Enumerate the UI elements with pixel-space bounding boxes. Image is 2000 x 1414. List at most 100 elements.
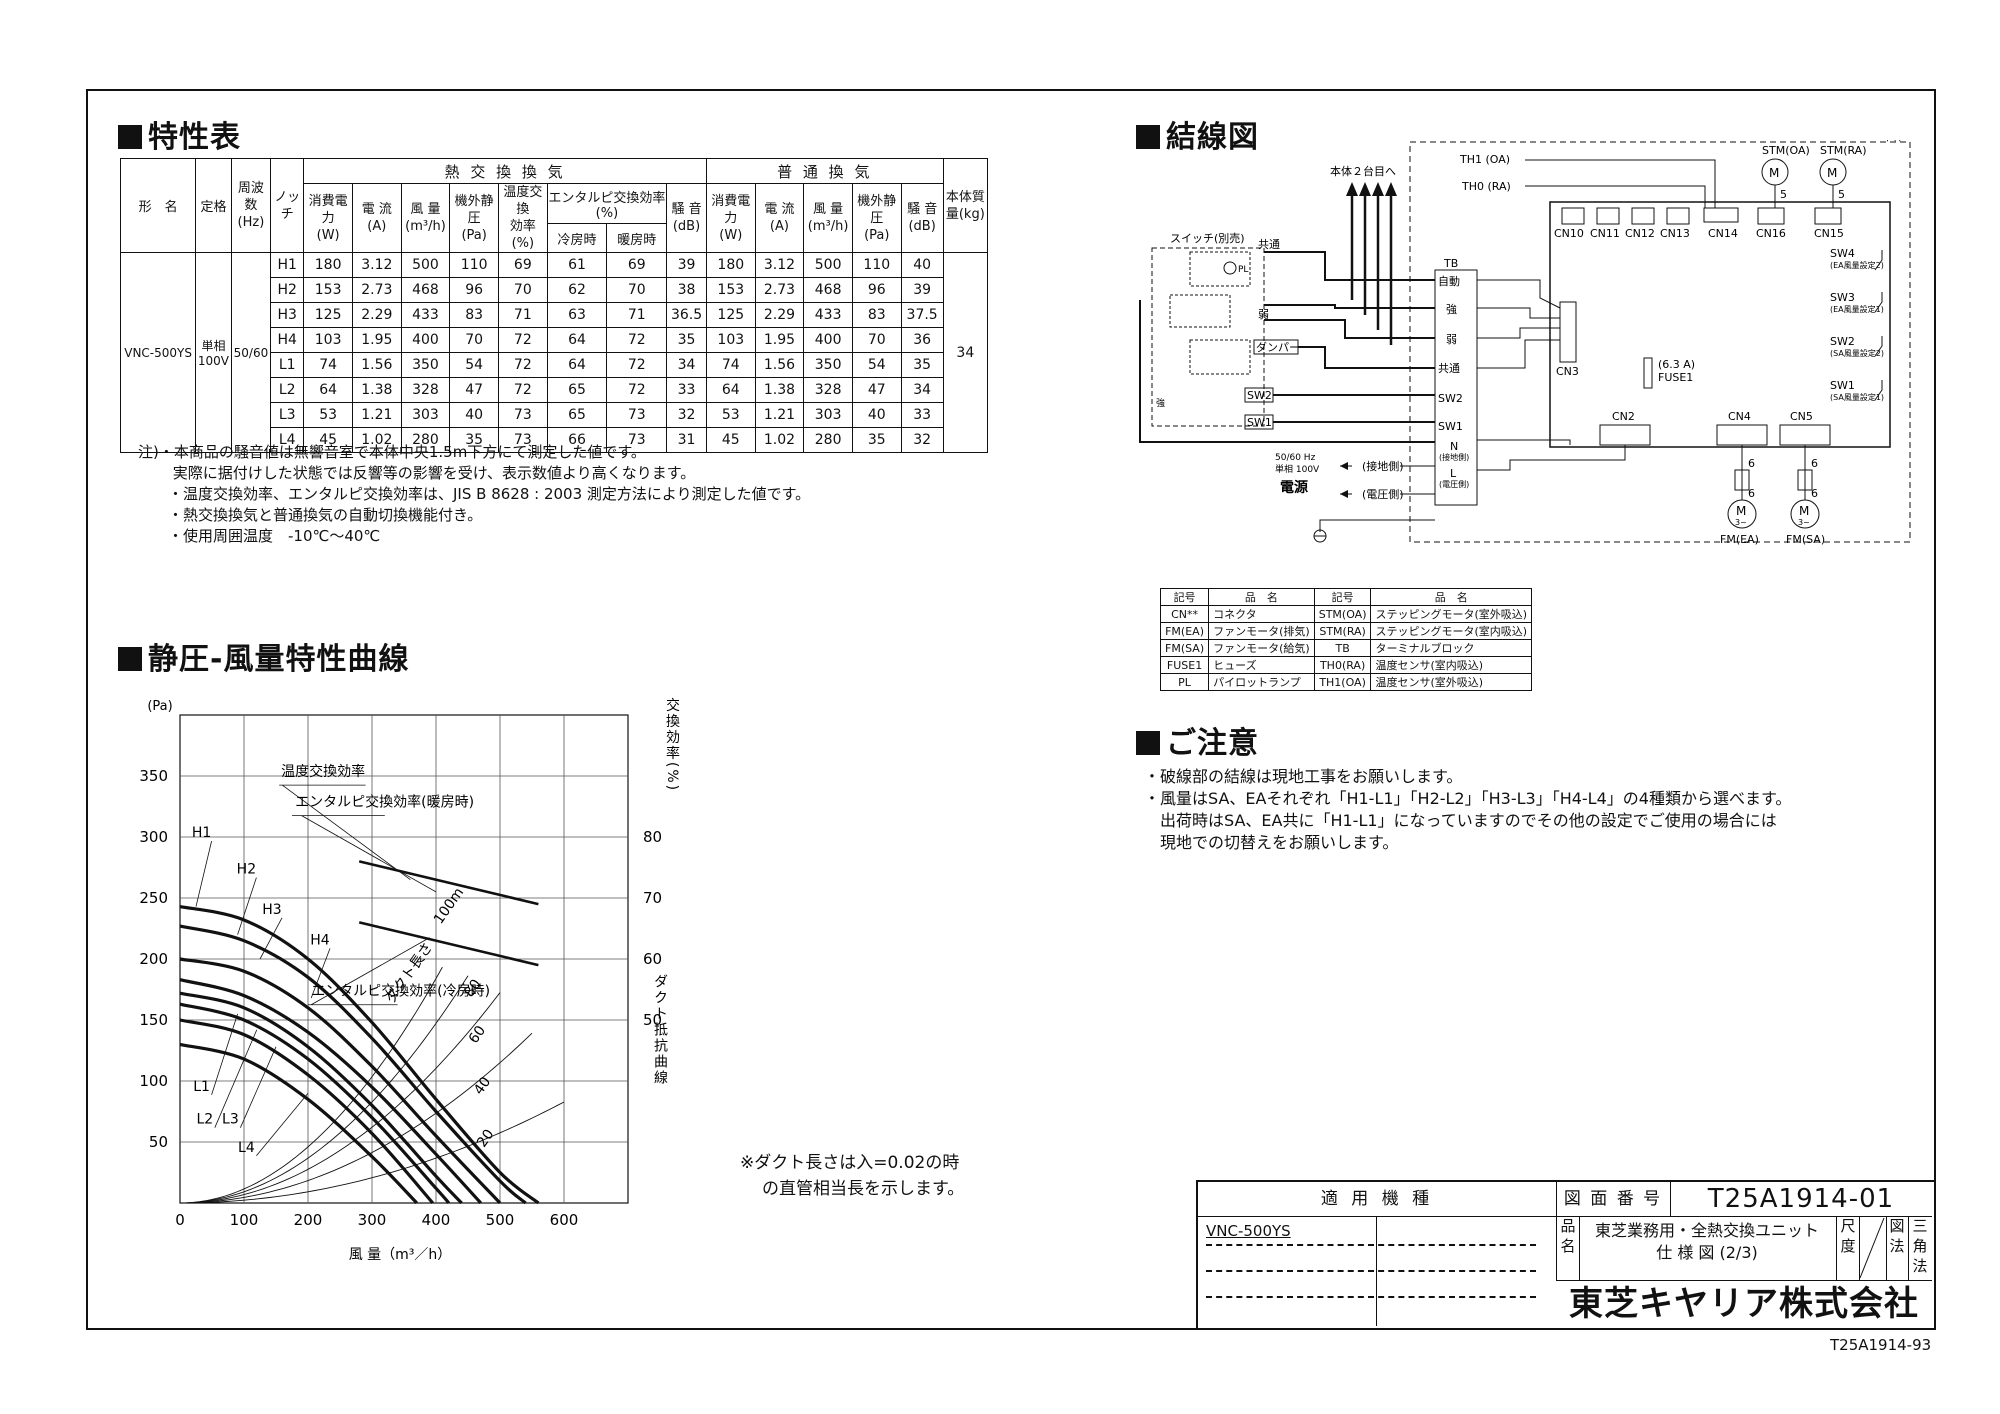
svg-text:CN4: CN4 [1728, 410, 1751, 423]
svg-text:CN11: CN11 [1590, 227, 1620, 240]
spec-notes: 注)・本商品の騒音値は無響音室で本体中央1.5m下方にて測定した値です。 実際に… [138, 442, 810, 547]
note-line: 実際に据付けした状態では反響等の影響を受け、表示数値より高くなります。 [138, 464, 696, 482]
y2-tick-label: 70 [643, 889, 662, 907]
y-tick-label: 350 [139, 767, 168, 785]
scale-slash [1858, 1216, 1887, 1280]
svg-text:強: 強 [1446, 303, 1457, 316]
hdr-notch: ノッチ [270, 158, 305, 253]
series-leader [195, 840, 212, 907]
hdr-n-pressure: 機外静圧(Pa) [851, 183, 902, 253]
svg-text:CN3: CN3 [1556, 365, 1579, 378]
drawing-frame [86, 89, 1936, 1330]
fan-curve-h4 [179, 978, 482, 1205]
fan-curve-h1 [179, 904, 540, 1205]
caution-line: 現地での切替えをお願いします。 [1144, 833, 1399, 852]
duct-curve [179, 1032, 533, 1204]
duct-curve [179, 975, 469, 1204]
y-tick-label: 100 [139, 1072, 168, 1090]
svg-text:共通: 共通 [1438, 362, 1460, 375]
hdr-heating: 暖房時 [606, 223, 668, 253]
note-line: ・温度交換効率、エンタルピ交換効率は、JIS B 8628 : 2003 測定方… [138, 485, 811, 503]
enthalpy-cooling-label: エンタルピ交換効率(冷房時) [311, 983, 490, 1000]
svg-text:SW1: SW1 [1247, 416, 1272, 429]
spec-title: 特性表 [118, 112, 241, 156]
note-line: 注)・本商品の騒音値は無響音室で本体中央1.5m下方にて測定した値です。 [138, 443, 646, 461]
series-leader [240, 1046, 277, 1128]
pilot-lamp [1223, 261, 1237, 275]
legend-row: FM(EA)ファンモータ(排気)STM(RA)ステッピングモータ(室内吸込) [1159, 622, 1533, 640]
svg-text:N: N [1450, 440, 1458, 453]
hdr-pressure: 機外静圧(Pa) [449, 183, 499, 253]
svg-text:3~: 3~ [1798, 518, 1810, 527]
y-tick-label: 200 [139, 950, 168, 968]
svg-text:5: 5 [1838, 188, 1845, 201]
svg-text:(EA風量設定2): (EA風量設定2) [1830, 260, 1884, 270]
y-tick-label: 150 [139, 1011, 168, 1029]
x-axis-label: 風 量（m³／h） [349, 1247, 452, 1263]
body-label: 本体 [1882, 140, 1904, 143]
hdr-rating: 定格 [195, 158, 232, 253]
svg-text:M: M [1799, 504, 1809, 518]
power-label: 電源 [1280, 479, 1308, 496]
hdr-airflow: 風 量(m³/h) [400, 183, 451, 253]
svg-text:(SA風量設定1): (SA風量設定1) [1830, 392, 1884, 402]
stm-oa-label: STM(OA) [1762, 144, 1810, 157]
svg-text:(電圧側): (電圧側) [1439, 479, 1469, 489]
title-block: 適 用 機 種 図 面 番 号 T25A1914-01 VNC-500YS 品名… [1196, 1180, 1936, 1330]
hdr-freq: 周波数(Hz) [230, 158, 272, 253]
spec-model-name: VNC-500YS [119, 252, 197, 453]
svg-text:SW1: SW1 [1830, 379, 1855, 392]
svg-text:CN12: CN12 [1625, 227, 1655, 240]
x-tick-label: 0 [175, 1211, 185, 1229]
y2-tick-label: 80 [643, 828, 662, 846]
svg-text:CN2: CN2 [1612, 410, 1635, 423]
enthalpy-heating-label: エンタルピ交換効率(暖房時) [295, 794, 474, 811]
company-name: 東芝キヤリア株式会社 [1556, 1280, 1932, 1327]
hdr-n-power: 消費電力(W) [705, 183, 756, 253]
caution-line: ・破線部の結線は現地工事をお願いします。 [1144, 767, 1463, 786]
wiring-diagram: 本体 CN10 CN11 CN12 CN13 CN14 CN16 CN15 TH… [1139, 140, 1911, 546]
y2-axis-label: 交換効率(%) [664, 697, 680, 792]
fan-curve-h2 [179, 924, 527, 1205]
svg-text:SW1: SW1 [1438, 420, 1463, 433]
cn3 [1559, 301, 1577, 363]
y2-tick-label: 60 [643, 950, 662, 968]
series-label: H2 [237, 862, 256, 878]
duct-label: 100m [431, 885, 467, 927]
svg-text:CN16: CN16 [1756, 227, 1786, 240]
svg-text:弱: 弱 [1446, 333, 1457, 346]
svg-text:SW4: SW4 [1830, 247, 1855, 260]
svg-text:CN5: CN5 [1790, 410, 1813, 423]
svg-text:M: M [1769, 166, 1779, 180]
svg-text:3~: 3~ [1735, 518, 1747, 527]
svg-text:PL: PL [1238, 265, 1248, 275]
svg-text:6: 6 [1748, 487, 1755, 500]
duct-curve [179, 966, 443, 1204]
caution-title: ご注意 [1136, 718, 1259, 762]
svg-text:6: 6 [1811, 457, 1818, 470]
spec-rating-value: 単相100V [195, 252, 232, 453]
hdr-normal: 普 通 換 気 [705, 158, 944, 184]
series-label: H1 [192, 825, 211, 841]
hdr-n-noise: 騒 音(dB) [900, 183, 944, 253]
cn5 [1779, 424, 1831, 446]
drawing-number: T25A1914-01 [1670, 1182, 1932, 1217]
duct-curve [179, 992, 501, 1204]
svg-text:M: M [1827, 166, 1837, 180]
x-tick-label: 600 [550, 1211, 579, 1229]
series-leader [237, 877, 257, 935]
svg-text:50/60 Hz: 50/60 Hz [1275, 453, 1316, 463]
hdr-temp-eff: 温度交換効率(%) [497, 183, 548, 253]
fan-curve-h3 [179, 957, 502, 1205]
svg-text:(電圧側): (電圧側) [1362, 488, 1404, 501]
svg-text:単相 100V: 単相 100V [1275, 463, 1320, 475]
series-leader [259, 917, 283, 960]
